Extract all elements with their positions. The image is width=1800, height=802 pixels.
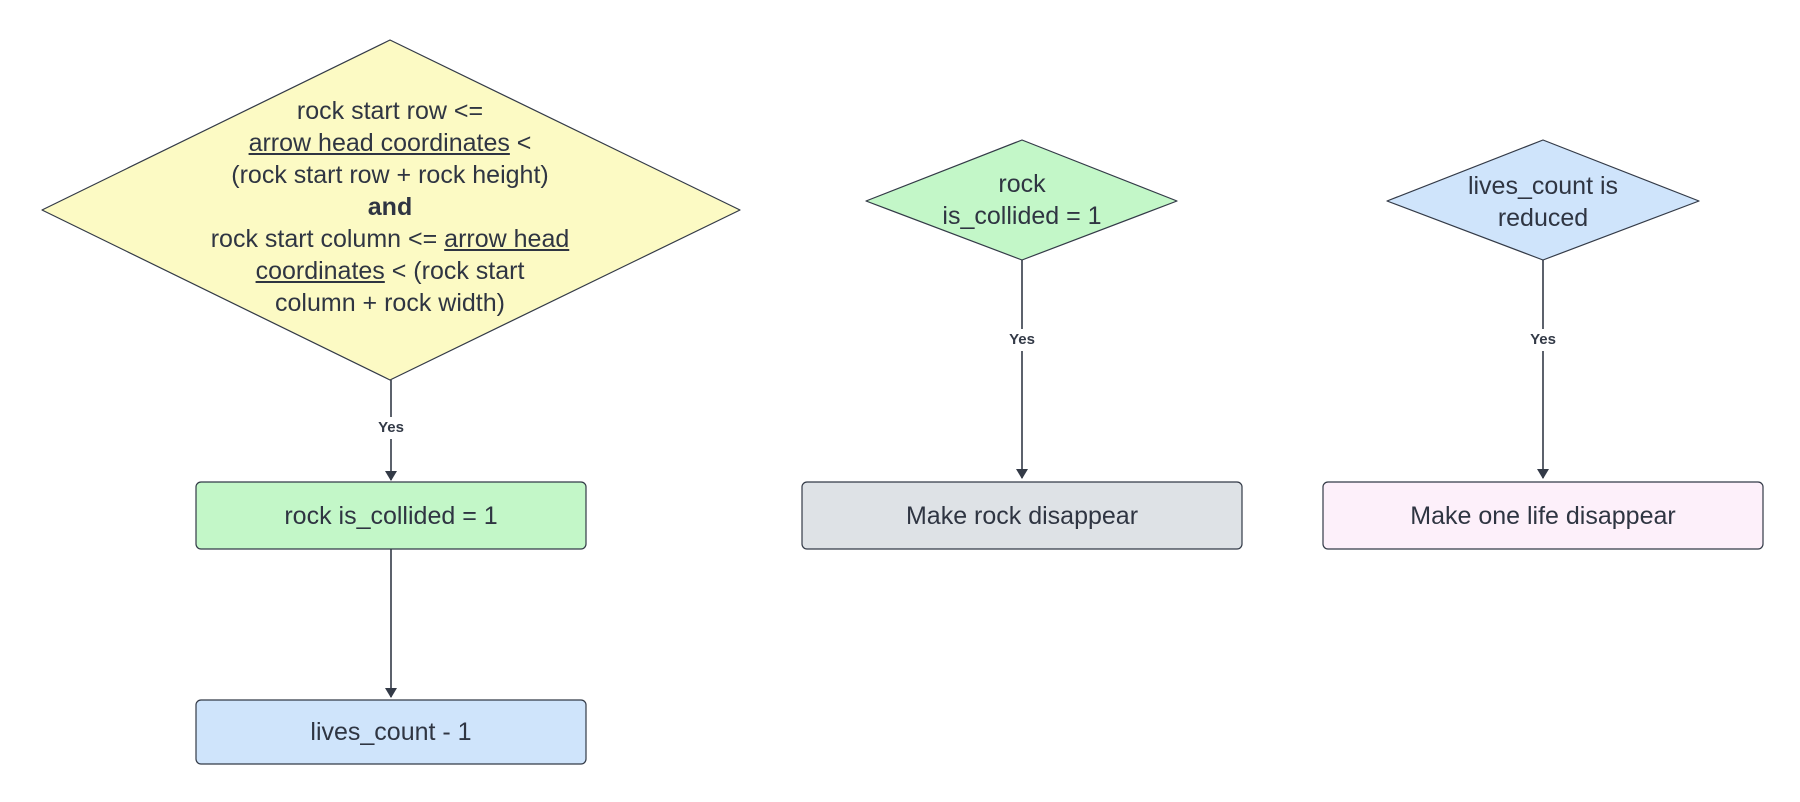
decision-line-5: rock start column <= arrow head [210, 225, 570, 253]
rock-collided-text: rock is_collided = 1 [284, 501, 498, 530]
arrow-head-coordinates-text: arrow head coordinates [248, 129, 510, 157]
collision-decision-diamond [41, 39, 741, 381]
yes-label-1: Yes [376, 417, 406, 439]
collision-decision-text: rock start row <= arrow head coordinates… [150, 92, 630, 322]
decision-line-3: (rock start row + rock height) [231, 161, 549, 189]
yes-label-2: Yes [1007, 329, 1037, 351]
lives-count-text: lives_count - 1 [310, 718, 472, 746]
yes-label-3: Yes [1528, 329, 1558, 351]
decision-line-7: column + rock width) [275, 289, 505, 317]
make-life-disappear-box [1322, 481, 1764, 550]
decision-line-2: arrow head coordinates < [248, 129, 532, 157]
make-rock-disappear-box [801, 481, 1243, 550]
decision-line-1: rock start row <= [296, 97, 484, 125]
lives-count-box [195, 699, 587, 765]
decision-and-text: and [367, 193, 413, 221]
make-rock-disappear-text: Make rock disappear [905, 501, 1139, 530]
make-life-disappear-text: Make one life disappear [1410, 501, 1676, 530]
lives-reduced-decision-text: lives_count is reduced [1467, 172, 1619, 232]
decision-line-6: coordinates < (rock start [255, 257, 525, 285]
rock-collided-decision-text: rock is_collided = 1 [942, 170, 1102, 230]
